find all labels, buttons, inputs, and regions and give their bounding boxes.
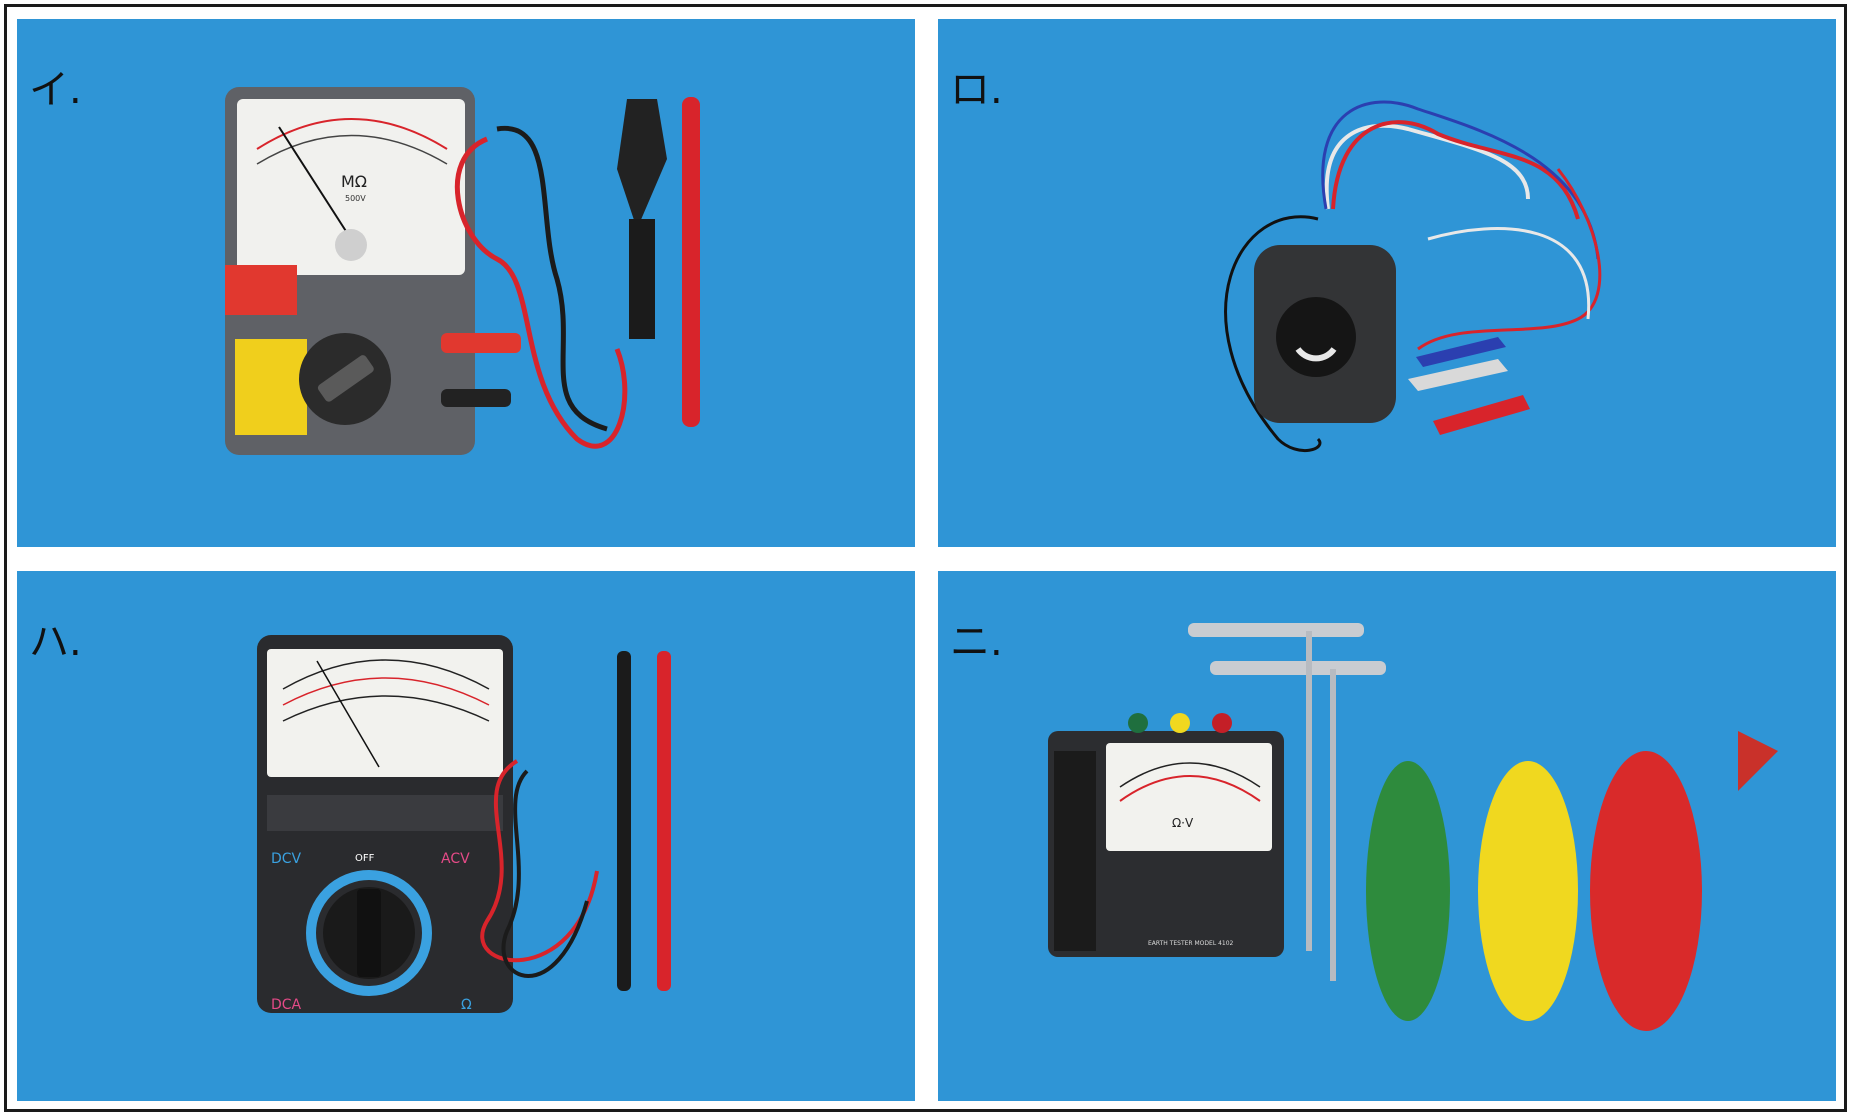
panel-label: ハ. xyxy=(29,619,82,665)
scale-unit: Ω·V xyxy=(1172,816,1194,830)
panel-label: ニ. xyxy=(950,619,1003,665)
dcv-label: DCV xyxy=(271,851,302,867)
acv-label: ACV xyxy=(441,851,470,867)
mohm-scale-label: MΩ xyxy=(341,172,367,191)
earth-tester-image: Ω·V EARTH TESTER MODEL 4102 xyxy=(1048,623,1778,1031)
insulation-tester-image: MΩ 500V xyxy=(225,87,700,455)
panel-insulation-tester: イ. MΩ 500V xyxy=(17,19,915,547)
ohm-label: Ω xyxy=(461,997,472,1013)
off-label: OFF xyxy=(355,853,375,864)
panel-phase-indicator: ロ. xyxy=(938,19,1836,547)
phase-indicator-image xyxy=(1224,100,1602,453)
dca-label: DCA xyxy=(271,997,302,1013)
outer-frame xyxy=(4,4,1847,1112)
panel-circuit-tester: ハ. DCV ACV DCA Ω OFF xyxy=(17,571,915,1101)
scale-voltage-label: 500V xyxy=(345,194,366,203)
panel-earth-tester: ニ. Ω·V EARTH TESTER MODEL 4102 xyxy=(938,571,1836,1101)
panel-label: イ. xyxy=(29,67,82,113)
circuit-tester-image: DCV ACV DCA Ω OFF xyxy=(257,635,671,1013)
panel-label: ロ. xyxy=(950,67,1003,113)
model-text: EARTH TESTER MODEL 4102 xyxy=(1148,940,1234,947)
